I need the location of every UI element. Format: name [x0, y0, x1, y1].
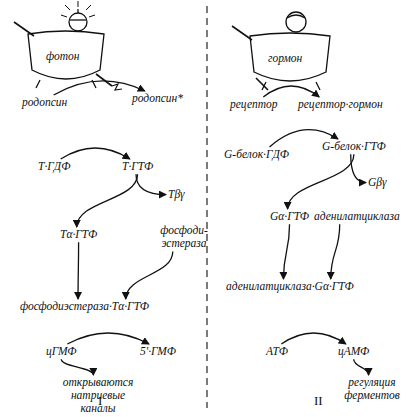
photon-knight — [14, 1, 122, 90]
node-text: Т·ГТФ — [122, 160, 153, 173]
node-text: Gβγ — [368, 176, 387, 189]
reaction-arrow — [77, 174, 138, 227]
text-node: аденилатциклаза·Gα·ГТФ — [226, 280, 354, 293]
node-text: АТФ — [266, 345, 288, 358]
reaction-arrow — [61, 148, 130, 159]
node-text: цГМФ — [46, 345, 77, 358]
node-text: G-белок·ГДФ — [224, 148, 289, 161]
reaction-arrow — [136, 174, 166, 194]
node-text: родопсин — [22, 96, 67, 109]
node-text: Т·ГДФ — [38, 160, 70, 173]
reaction-arrow — [126, 251, 173, 299]
reaction-arrow — [331, 224, 340, 279]
reaction-arrow — [354, 359, 369, 375]
panel-number: II — [314, 394, 323, 409]
text-node: G-белок·ГДФ — [224, 148, 289, 161]
node-text: Тβγ — [168, 188, 185, 201]
node-text: цАМФ — [338, 345, 369, 358]
text-node: Тβγ — [168, 188, 185, 201]
reaction-arrow — [54, 81, 145, 95]
reaction-arrow — [61, 359, 93, 375]
node-text: аденилатциклаза — [314, 210, 400, 223]
divider-line — [206, 6, 207, 408]
node-text: фосфоди- эстераза — [156, 224, 212, 250]
reaction-arrow — [77, 242, 79, 299]
text-node: Gα·ГТФ — [270, 210, 309, 223]
text-node: рецептор — [230, 98, 278, 111]
node-text: фосфодиэстераза·Тα·ГТФ — [20, 300, 149, 313]
node-text: G-белок·ГТФ — [322, 140, 386, 153]
reaction-arrow — [263, 86, 319, 97]
panel-number: I — [98, 394, 102, 409]
text-node: рецептор·гормон — [298, 98, 383, 111]
reaction-arrow — [281, 333, 345, 344]
text-node: 5'·ГМФ — [140, 345, 176, 358]
node-text: Gα·ГТФ — [270, 210, 309, 223]
shield-label: гормон — [268, 52, 302, 65]
text-node: Gβγ — [368, 176, 387, 189]
text-node: регуляция ферментов — [338, 376, 406, 402]
text-node: G-белок·ГТФ — [322, 140, 386, 153]
text-node: цАМФ — [338, 345, 369, 358]
shield-label: фотон — [46, 50, 80, 63]
node-text: рецептор·гормон — [298, 98, 383, 111]
text-node: аденилатциклаза — [314, 210, 400, 223]
text-node: родопсин — [22, 96, 67, 109]
node-text: аденилатциклаза·Gα·ГТФ — [226, 280, 354, 293]
node-text: рецептор — [230, 98, 278, 111]
text-node: АТФ — [266, 345, 288, 358]
text-node: Т·ГДФ — [38, 160, 70, 173]
text-node: родопсин* — [132, 92, 183, 105]
node-text: регуляция ферментов — [338, 376, 406, 402]
node-text: родопсин* — [132, 92, 183, 105]
text-node: Тα·ГТФ — [60, 228, 97, 241]
node-text: 5'·ГМФ — [140, 345, 176, 358]
text-node: цГМФ — [46, 345, 77, 358]
reaction-arrow — [283, 224, 289, 279]
node-text: Тα·ГТФ — [60, 228, 97, 241]
reaction-arrow — [67, 333, 149, 344]
hormone-knight — [232, 12, 330, 90]
reaction-arrow — [288, 154, 354, 209]
text-node: Т·ГТФ — [122, 160, 153, 173]
text-node: фосфодиэстераза·Тα·ГТФ — [20, 300, 149, 313]
text-node: фосфоди- эстераза — [156, 224, 212, 250]
